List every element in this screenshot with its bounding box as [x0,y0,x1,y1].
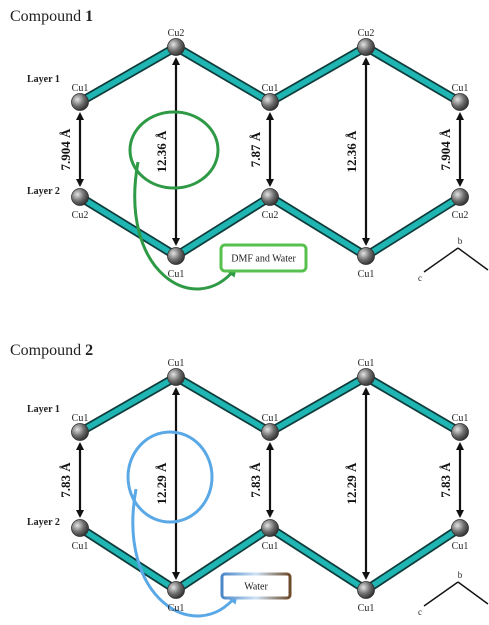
compound-2-title: Compound 2 [10,342,93,360]
cu-atom [261,423,279,441]
distance-label: 7.87 Å [248,131,263,167]
guest-arrow [131,488,238,618]
cu-atom [71,93,89,111]
atom-label: Cu1 [262,541,279,552]
pore-loop [126,430,214,524]
top-bond [77,44,179,105]
bottom-bond [77,194,179,259]
cu-atom [167,368,185,386]
cu-atom [71,423,89,441]
compound-2-title-prefix: Compound [10,342,86,359]
atom-label: Cu1 [168,358,185,369]
bottom-bond [173,194,273,259]
atom-label: Cu2 [72,210,89,221]
top-bond [267,374,369,435]
top-bond [363,44,463,105]
bottom-bond [267,525,369,593]
atom-label: Cu1 [72,83,89,94]
atom-label: Cu1 [262,83,279,94]
atom-label: Cu1 [72,413,89,424]
atom-label: Cu2 [452,210,469,221]
cu-atom [261,188,279,206]
cu-atom [261,93,279,111]
cu-atom [357,368,375,386]
atom-label: Cu1 [358,603,375,614]
cu-atom [167,581,185,599]
compound-1-title-number: 1 [85,8,94,25]
c-axis-label: c [418,607,422,617]
top-bond [77,374,179,435]
distance-label: 7.83 Å [438,462,453,498]
cu-atom [451,188,469,206]
guest-box [219,243,308,273]
distance-label: 12.29 Å [344,462,359,505]
guest-label: DMF and Water [231,254,296,265]
guest-box [220,572,292,600]
atom-label: Cu2 [168,28,185,39]
distance-label: 12.29 Å [154,462,169,505]
compound-1-title: Compound 1 [10,8,93,26]
b-axis-label: b [458,236,463,246]
compound-1-title-prefix: Compound [10,8,86,25]
cu-atom [357,581,375,599]
atom-label: Cu1 [72,541,89,552]
b-axis-label: b [458,570,463,580]
atom-label: Cu1 [168,603,185,614]
bottom-bond [363,525,463,593]
bottom-bond [173,525,273,593]
distance-label: 12.36 Å [154,130,169,173]
distance-label: 7.904 Å [438,128,453,171]
distance-label: 7.83 Å [58,462,73,498]
top-bond [363,374,463,435]
top-bond [173,44,273,105]
atom-label: Cu1 [168,269,185,280]
cu-atom [357,247,375,265]
bottom-bond [267,194,369,259]
layer-2-label: Layer 2 [27,186,60,197]
pore-loop [128,110,220,190]
c-axis-line [423,581,459,607]
compound-2-title-number: 2 [85,342,94,359]
layer-1-label: Layer 1 [27,404,60,415]
guest-label: Water [244,582,268,593]
atom-label: Cu1 [452,83,469,94]
cu-atom [451,519,469,537]
cu-atom [261,519,279,537]
guest-arrow [133,161,237,291]
c-axis-line [423,247,459,273]
cu-atom [451,93,469,111]
atom-label: Cu1 [358,358,375,369]
b-axis-line [457,247,489,271]
atom-label: Cu1 [358,269,375,280]
distance-label: 7.904 Å [58,128,73,171]
layer-1-label: Layer 1 [27,74,60,85]
atom-label: Cu1 [452,413,469,424]
bottom-bond [363,194,463,259]
atom-label: Cu2 [358,28,375,39]
cu-atom [167,247,185,265]
cu-atom [71,519,89,537]
cu-atom [167,38,185,56]
c-axis-label: c [418,273,422,283]
distance-label: 7.83 Å [248,462,263,498]
bottom-bond [77,525,179,593]
atom-label: Cu2 [262,210,279,221]
distance-label: 12.36 Å [344,130,359,173]
layer-2-label: Layer 2 [27,517,60,528]
top-bond [267,44,369,105]
top-bond [173,374,273,435]
cu-atom [71,188,89,206]
cu-atom [451,423,469,441]
compound-1-diagram: 7.904 Å 12.36 Å 7.87 Å 12.36 Å 7.904 Å DMF an… [27,28,489,291]
atom-label: Cu1 [452,541,469,552]
cu-atom [357,38,375,56]
b-axis-line [457,581,489,605]
atom-label: Cu1 [262,413,279,424]
